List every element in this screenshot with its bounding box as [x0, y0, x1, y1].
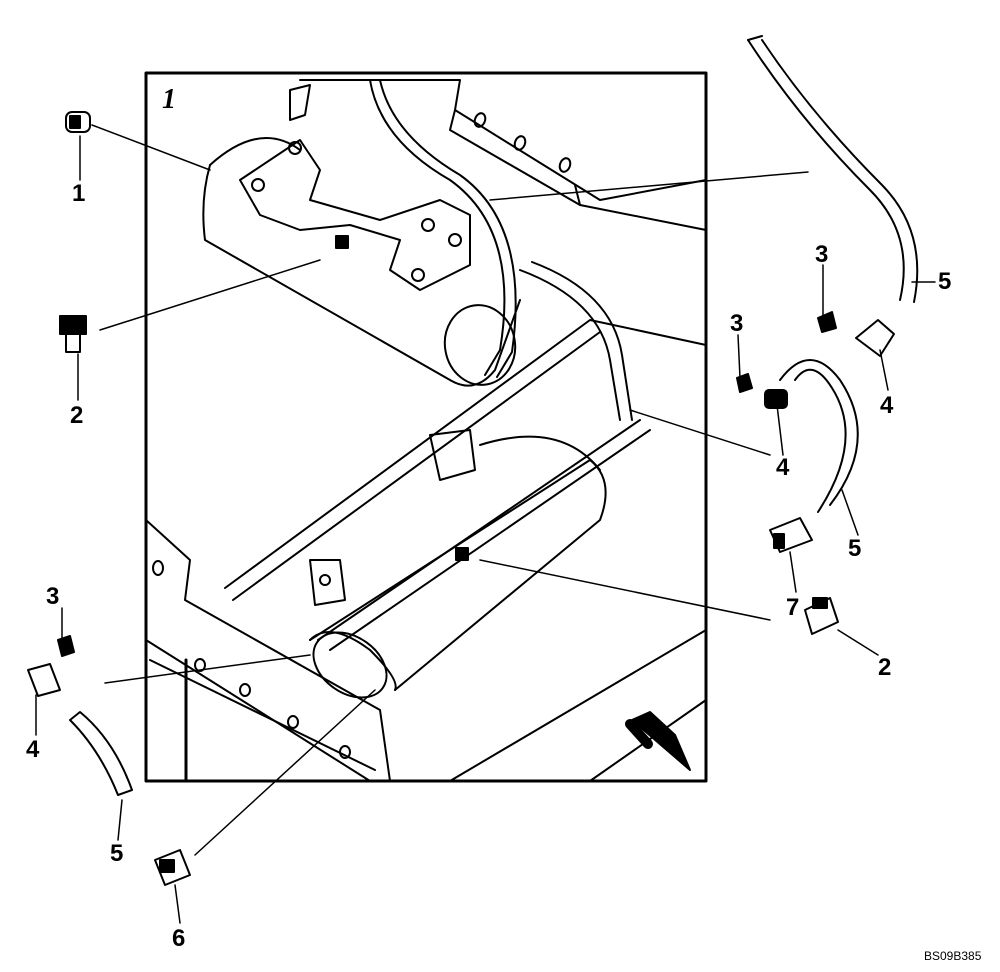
machine-frame	[145, 79, 707, 783]
lower-filter	[309, 429, 607, 699]
callout-3: 3	[815, 241, 829, 268]
callout-2: 2	[878, 654, 892, 681]
callout-2: 2	[70, 402, 84, 429]
callout-5: 5	[938, 268, 952, 295]
callout-5: 5	[848, 535, 862, 562]
callout-6: 6	[172, 925, 186, 952]
detail-frame-label: 1	[162, 84, 176, 115]
detail-frame	[144, 71, 708, 783]
callout-1: 1	[72, 180, 86, 207]
callout-7: 7	[786, 594, 800, 621]
upper-hose	[369, 79, 633, 421]
drawing-code: BS09B385	[924, 949, 982, 963]
upper-filter	[202, 84, 521, 387]
callout-5: 5	[110, 840, 124, 867]
callout-3: 3	[730, 310, 744, 337]
callout-4: 4	[880, 392, 894, 419]
leader-lines	[35, 124, 936, 924]
callout-4: 4	[26, 736, 40, 763]
parts-icons	[27, 35, 919, 886]
callout-3: 3	[46, 583, 60, 610]
callout-4: 4	[776, 454, 790, 481]
